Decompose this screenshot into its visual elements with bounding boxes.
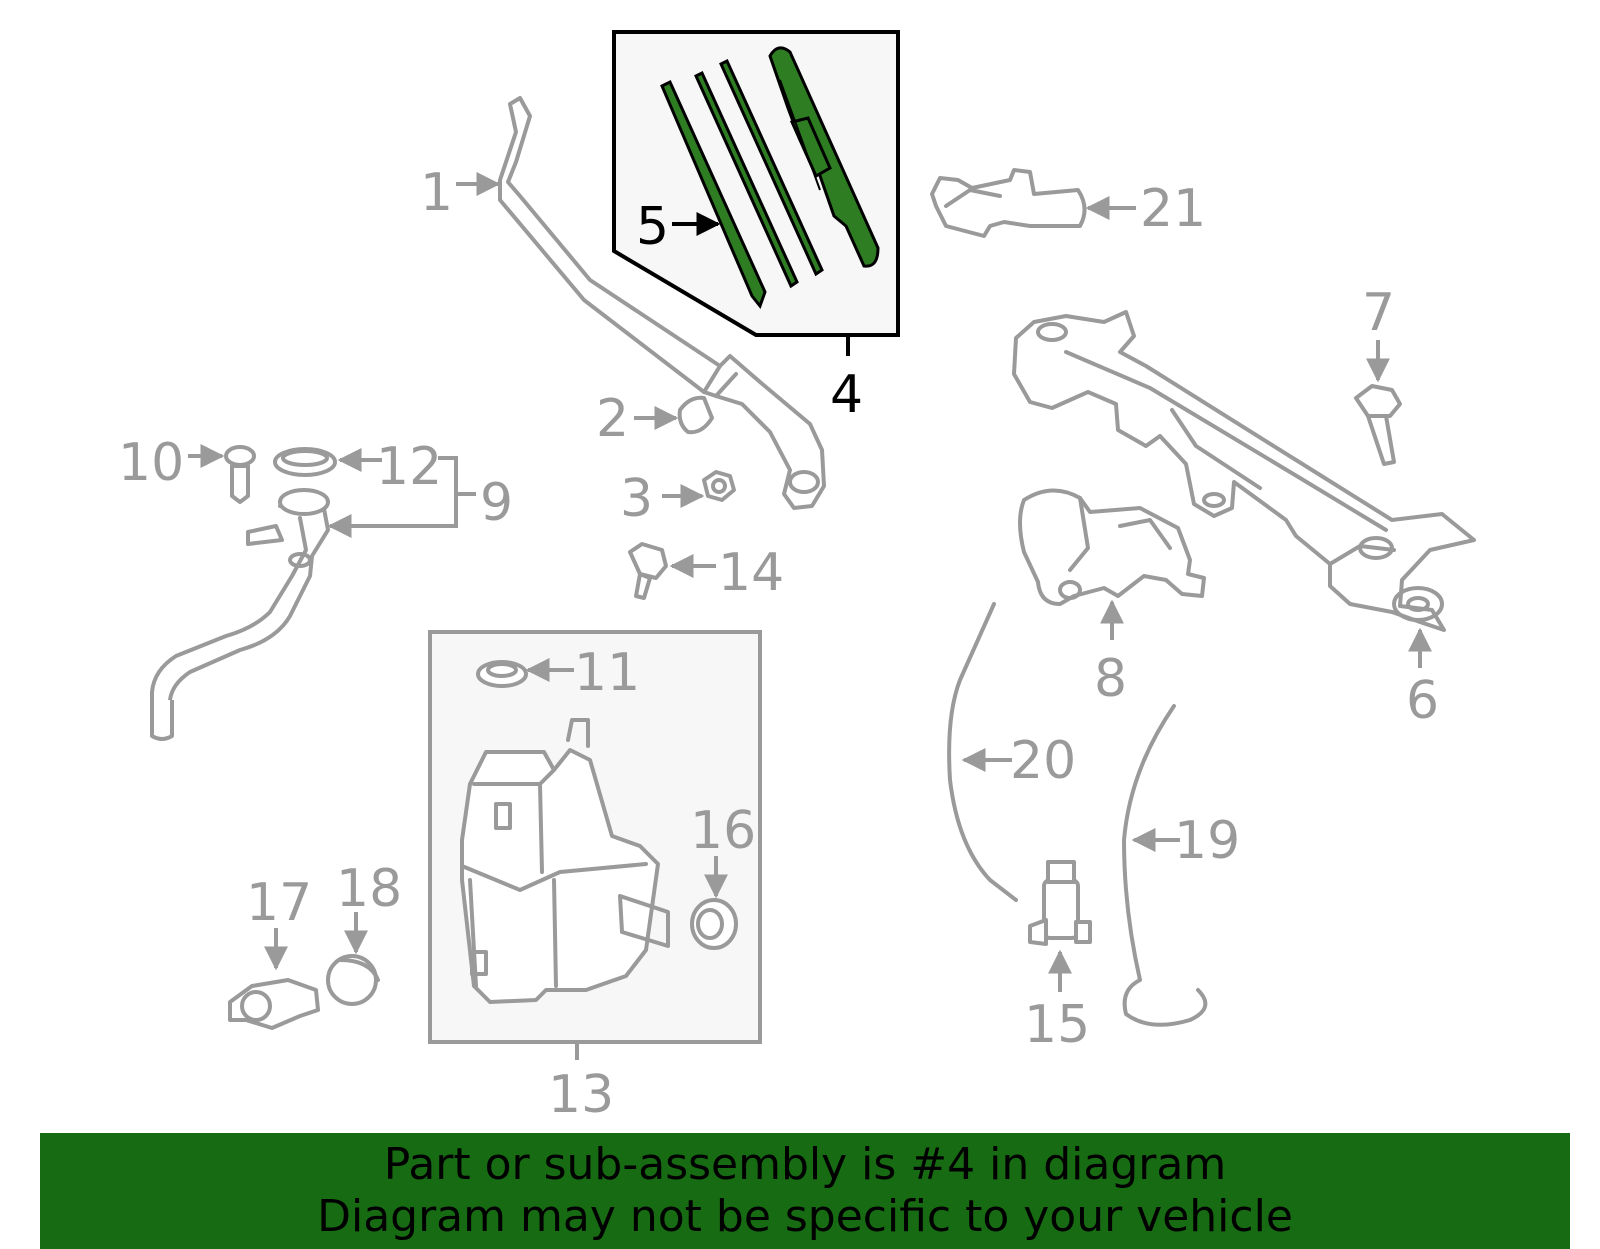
callout-14: 14 xyxy=(718,543,784,603)
callout-21: 21 xyxy=(1140,179,1206,239)
washer-cap[interactable] xyxy=(273,447,382,477)
callout-5: 5 xyxy=(636,197,669,257)
banner-line-2: Diagram may not be specific to your vehi… xyxy=(317,1191,1293,1242)
callout-2: 2 xyxy=(596,389,629,449)
callout-16: 16 xyxy=(690,801,756,861)
nut[interactable] xyxy=(662,470,736,508)
wiper-blade-assembly-box[interactable] xyxy=(612,30,900,356)
callout-7: 7 xyxy=(1362,283,1395,343)
clip[interactable] xyxy=(188,444,256,504)
callout-10: 10 xyxy=(118,433,184,493)
wiper-blade-body xyxy=(768,46,880,268)
info-banner: Part or sub-assembly is #4 in diagram Di… xyxy=(40,1133,1570,1249)
wiper-motor[interactable] xyxy=(1018,488,1206,640)
callout-20: 20 xyxy=(1010,731,1076,791)
grommet[interactable] xyxy=(690,856,738,950)
callout-11: 11 xyxy=(574,643,640,703)
washer-hose-19[interactable] xyxy=(1122,704,1208,1027)
washer-hose-20[interactable] xyxy=(947,602,1018,902)
callout-18: 18 xyxy=(336,859,402,919)
callout-3: 3 xyxy=(620,469,653,529)
banner-line-1: Part or sub-assembly is #4 in diagram xyxy=(383,1139,1227,1190)
wiper-blade-refill xyxy=(660,58,824,310)
hose-connector[interactable] xyxy=(930,168,1136,238)
callout-9: 9 xyxy=(480,473,513,533)
bolt-7[interactable] xyxy=(1354,340,1402,466)
callout-12: 12 xyxy=(376,437,442,497)
callout-19: 19 xyxy=(1174,811,1240,871)
callout-8: 8 xyxy=(1094,649,1127,709)
plug[interactable] xyxy=(326,912,380,1006)
callout-17: 17 xyxy=(246,873,312,933)
callout-6: 6 xyxy=(1406,671,1439,731)
bolt-14[interactable] xyxy=(628,542,716,600)
callout-15: 15 xyxy=(1024,995,1090,1055)
callout-1: 1 xyxy=(420,163,453,223)
filler-neck[interactable] xyxy=(150,456,476,741)
pivot-cap[interactable] xyxy=(634,395,714,435)
wiper-linkage[interactable] xyxy=(1012,310,1476,668)
wiper-arm[interactable] xyxy=(456,96,826,510)
callout-13: 13 xyxy=(548,1065,614,1125)
level-sensor[interactable] xyxy=(228,928,320,1030)
washer-reservoir-box[interactable] xyxy=(428,630,762,1060)
washer-pump[interactable] xyxy=(1028,860,1092,992)
callout-4: 4 xyxy=(830,365,863,425)
